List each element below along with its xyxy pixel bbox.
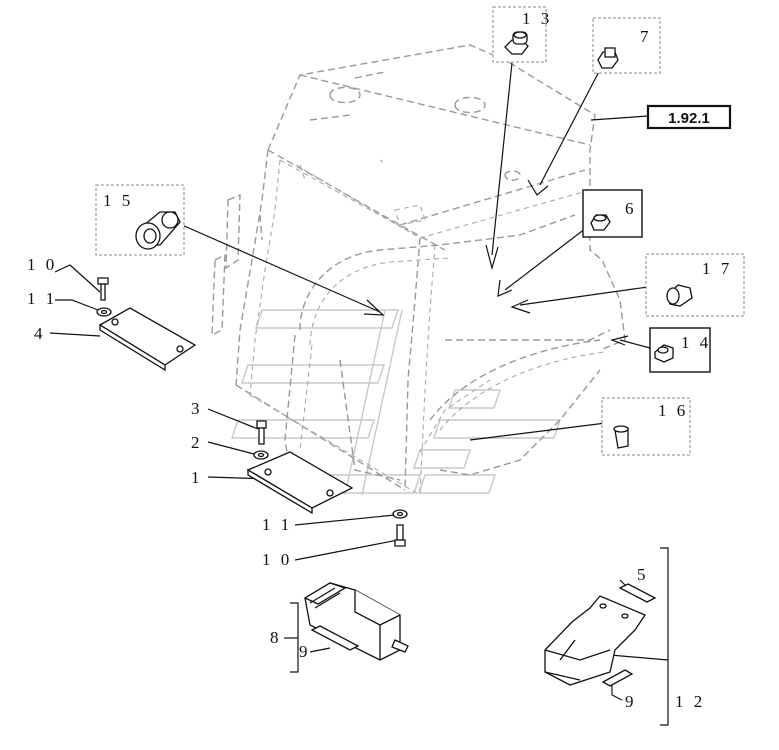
reference-box[interactable]: 1.92.1	[646, 104, 732, 130]
callout-15: 1 5	[103, 191, 133, 210]
callout-10-top: 1 0	[27, 255, 57, 274]
reference-label: 1.92.1	[668, 110, 710, 127]
detail-box-13	[492, 6, 547, 63]
detail-box-17	[645, 253, 745, 317]
callout-11-bottom: 1 1	[262, 515, 292, 534]
leader-lines	[49, 59, 669, 726]
detail-box-15	[95, 184, 185, 256]
callout-17: 1 7	[702, 259, 732, 278]
detail-box-6	[582, 189, 643, 238]
callout-12: 1 2	[675, 692, 705, 711]
callout-9-right: 9	[625, 692, 637, 711]
callout-labels: 1 3 7 1 5 6 1 7 1 4 1 6 1 0 1 1 4 3 2 1 …	[27, 9, 732, 711]
callout-5: 5	[637, 565, 649, 584]
callout-7: 7	[640, 27, 652, 46]
callout-16: 1 6	[658, 401, 688, 420]
callout-10-bottom: 1 0	[262, 550, 292, 569]
callout-8: 8	[270, 628, 282, 647]
callout-2: 2	[191, 433, 203, 452]
callout-13: 1 3	[522, 9, 552, 28]
detail-box-14	[649, 327, 711, 373]
callout-3: 3	[191, 399, 203, 418]
callout-11-top: 1 1	[27, 289, 57, 308]
callout-4: 4	[34, 324, 46, 343]
detail-box-7	[592, 17, 661, 74]
callout-1: 1	[191, 468, 203, 487]
cab-frame-ghost	[211, 44, 626, 496]
callout-9-left: 9	[299, 642, 311, 661]
parts	[96, 277, 657, 687]
callout-14: 1 4	[681, 333, 711, 352]
detail-box-16	[601, 397, 691, 456]
callout-6: 6	[625, 199, 637, 218]
